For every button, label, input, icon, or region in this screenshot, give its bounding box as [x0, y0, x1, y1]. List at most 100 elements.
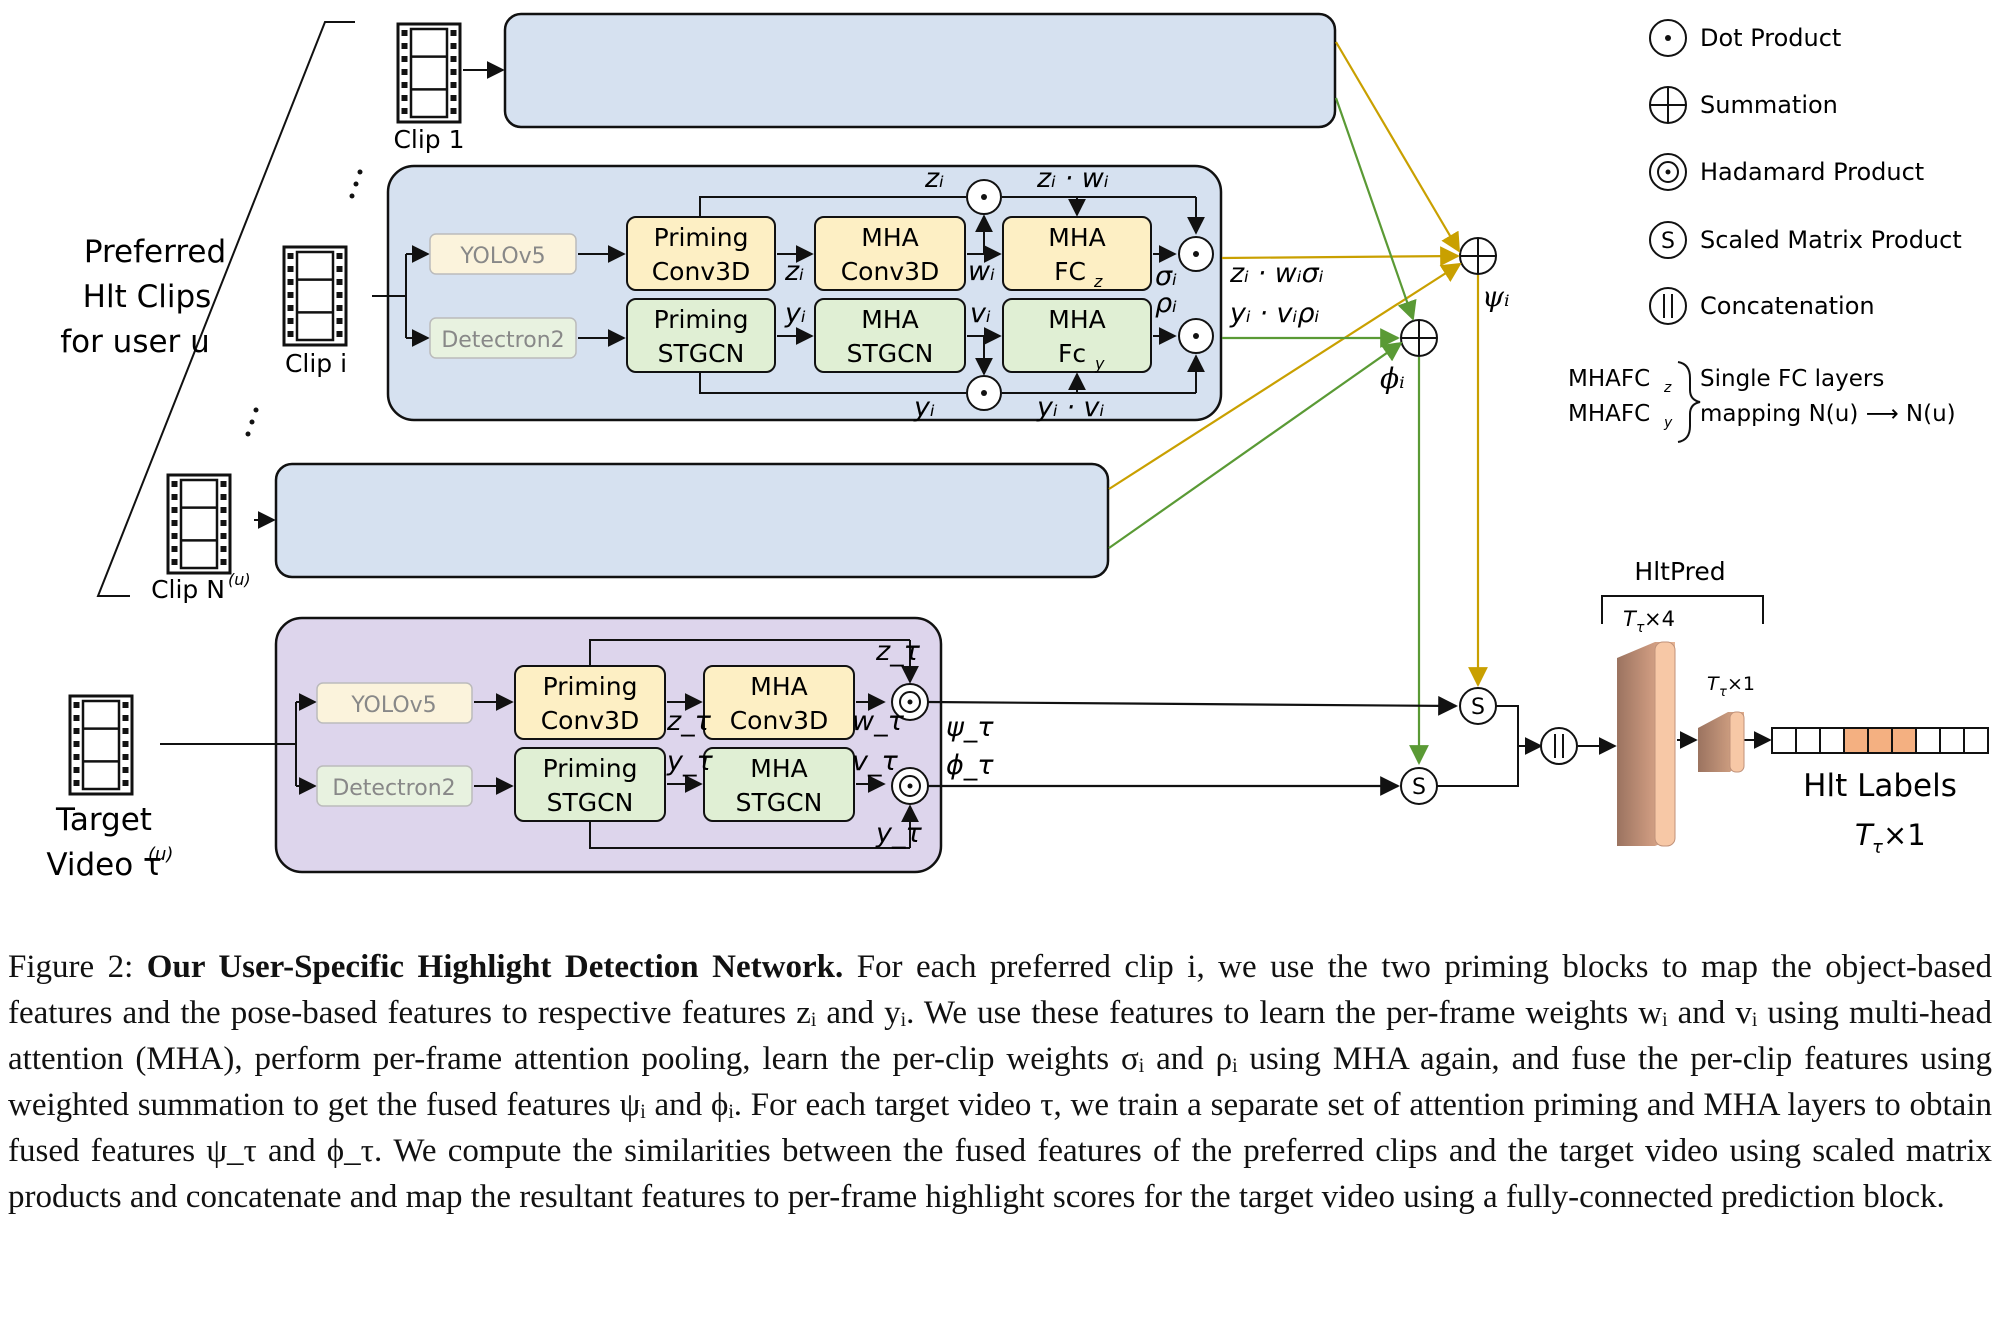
svg-text:Scaled Matrix Product: Scaled Matrix Product — [1700, 226, 1962, 254]
svg-text:yᵢ · vᵢ: yᵢ · vᵢ — [1036, 392, 1105, 423]
phi-i-label: ϕᵢ — [1380, 362, 1405, 395]
hltpred-fc-layer-small — [1698, 711, 1745, 773]
hltpred-fc-layer-large — [1617, 641, 1676, 847]
target-math-labels: z_τ z_τ w_τ y_τ v_τ y_τ ψ_τ ϕ_τ — [666, 636, 994, 849]
svg-text:yᵢ: yᵢ — [913, 392, 935, 423]
svg-text:yᵢ: yᵢ — [784, 298, 806, 329]
dot-product-icon — [966, 179, 1002, 215]
detectron2-block — [429, 317, 577, 359]
svg-text:y_τ: y_τ — [875, 818, 922, 849]
svg-text:z_τ: z_τ — [875, 636, 921, 667]
film-strip-icon — [282, 245, 348, 347]
clips-group-label: Preferred Hlt Clips for user u — [60, 234, 226, 360]
yolov5-block — [429, 233, 577, 275]
psi-i-label: ψᵢ — [1482, 280, 1510, 313]
svg-text:zᵢ: zᵢ — [784, 256, 804, 287]
mha-fcz-block — [1002, 216, 1152, 291]
target-mha-conv3d-block — [703, 665, 855, 740]
mha-stgcn-block — [814, 298, 966, 373]
highlight-label-cell — [1963, 727, 1989, 754]
highlight-label-cell — [1891, 727, 1917, 754]
dot-product-icon — [1649, 19, 1687, 57]
svg-text:Video τ: Video τ — [46, 847, 161, 883]
svg-text:S: S — [1661, 229, 1675, 254]
film-strip-icon — [166, 473, 232, 575]
svg-text:zᵢ · wᵢ: zᵢ · wᵢ — [1036, 163, 1109, 194]
svg-text:T: T — [1623, 607, 1638, 631]
svg-text:MHA: MHA — [861, 305, 918, 334]
svg-text:Detectron2: Detectron2 — [332, 776, 455, 801]
svg-text:Conv3D: Conv3D — [541, 706, 640, 735]
target-detectron2-block — [316, 765, 473, 807]
dot-product-icon — [966, 375, 1002, 411]
svg-text:Target: Target — [55, 802, 152, 838]
clip-n-panel — [274, 462, 1110, 579]
hadamard-product-icon — [1649, 153, 1687, 191]
svg-text:STGCN: STGCN — [658, 339, 745, 368]
svg-text:STGCN: STGCN — [847, 339, 934, 368]
highlight-label-cell — [1843, 727, 1869, 754]
target-panel — [274, 616, 943, 874]
svg-text:ϕ_τ: ϕ_τ — [946, 750, 994, 781]
svg-text:τ: τ — [1719, 685, 1727, 700]
highlight-labels-strip — [1771, 727, 1989, 754]
svg-text:MHAFC: MHAFC — [1568, 366, 1650, 392]
svg-text:y: y — [1663, 415, 1673, 431]
scaled-matrix-product-icon: S — [1649, 221, 1687, 259]
svg-text:Summation: Summation — [1700, 91, 1838, 119]
hltpred-label: HltPred — [1634, 557, 1725, 586]
svg-text:T: T — [1707, 673, 1720, 695]
clip-i-panel — [386, 164, 1223, 422]
svg-text:Hlt Clips: Hlt Clips — [83, 279, 212, 315]
svg-text:σᵢ: σᵢ — [1155, 261, 1177, 292]
scaled-matrix-product-icon: S — [1459, 687, 1497, 725]
svg-text:MHA: MHA — [750, 754, 807, 783]
concatenation-icon — [1649, 287, 1687, 325]
svg-text:Detectron2: Detectron2 — [441, 328, 564, 353]
svg-text:Priming: Priming — [543, 672, 638, 701]
svg-text:Hadamard Product: Hadamard Product — [1700, 158, 1924, 186]
svg-text:MHA: MHA — [750, 672, 807, 701]
svg-text:MHA: MHA — [1048, 305, 1105, 334]
svg-text:S: S — [1412, 775, 1426, 800]
svg-text:YOLOv5: YOLOv5 — [350, 693, 436, 718]
svg-text:Conv3D: Conv3D — [730, 706, 829, 735]
svg-text:MHA: MHA — [861, 223, 918, 252]
clip-i-math-labels: zᵢ zᵢ · wᵢ zᵢ wᵢ yᵢ vᵢ yᵢ yᵢ · vᵢ σᵢ ρᵢ … — [784, 163, 1324, 423]
concatenation-icon — [1540, 727, 1578, 765]
svg-text:Concatenation: Concatenation — [1700, 292, 1875, 320]
hlt-labels-title: Hlt Labels — [1803, 768, 1957, 804]
highlight-label-cell — [1795, 727, 1821, 754]
scaled-matrix-product-icon: S — [1400, 767, 1438, 805]
legend: Dot Product Summation Hadamard Product S… — [1568, 19, 1962, 443]
svg-text:ρᵢ: ρᵢ — [1155, 288, 1177, 319]
svg-text:y: y — [1094, 354, 1105, 373]
clip-1-panel — [503, 12, 1337, 129]
svg-text:Conv3D: Conv3D — [841, 257, 940, 286]
svg-text:Single FC layers: Single FC layers — [1700, 366, 1884, 392]
caption-title: Our User-Specific Highlight Detection Ne… — [146, 949, 844, 985]
svg-text:z_τ: z_τ — [666, 706, 712, 737]
svg-text:τ: τ — [1636, 620, 1645, 636]
svg-text:vᵢ: vᵢ — [970, 298, 991, 329]
svg-text:w_τ: w_τ — [852, 706, 905, 737]
dot-product-icon — [1178, 236, 1214, 272]
svg-text:ψ_τ: ψ_τ — [946, 712, 994, 743]
svg-text:Preferred: Preferred — [84, 234, 226, 270]
clip-i-label: Clip i — [285, 349, 347, 378]
svg-text:MHAFC: MHAFC — [1568, 401, 1650, 427]
target-superscript: (u) — [148, 844, 173, 865]
clip-1-label: Clip 1 — [393, 125, 464, 154]
mha-conv3d-block — [814, 216, 966, 291]
svg-text:×1: ×1 — [1883, 818, 1926, 852]
svg-text:Conv3D: Conv3D — [652, 257, 751, 286]
clip-n-label: Clip N — [151, 575, 225, 604]
svg-text:Dot Product: Dot Product — [1700, 24, 1841, 52]
highlight-label-cell — [1819, 727, 1845, 754]
target-mha-stgcn-block — [703, 747, 855, 822]
ellipsis-icon — [245, 169, 363, 437]
svg-text:MHA: MHA — [1048, 223, 1105, 252]
clips-bracket — [96, 21, 355, 597]
svg-text:×4: ×4 — [1644, 607, 1675, 631]
svg-text:zᵢ: zᵢ — [924, 163, 944, 194]
